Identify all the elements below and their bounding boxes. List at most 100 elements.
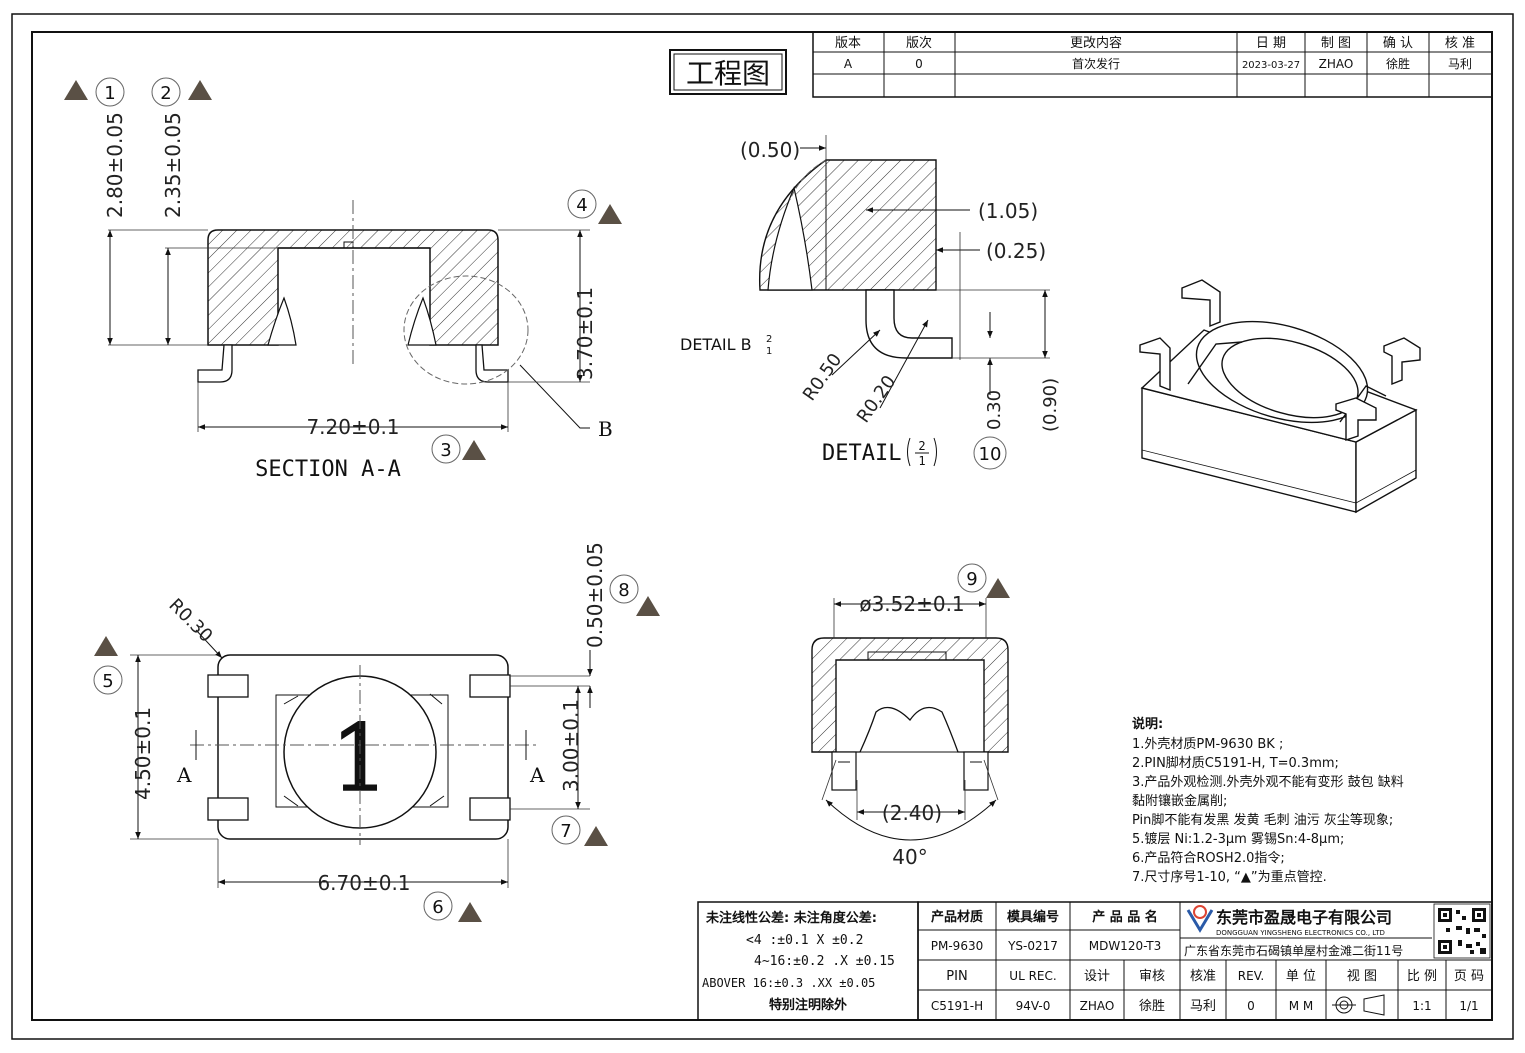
marker-9: 9 — [966, 569, 977, 590]
tb-header: 产品材质 — [931, 909, 983, 925]
marker-8: 8 — [618, 580, 629, 601]
note-line: 黏附镶嵌金属削; — [1132, 793, 1227, 809]
tol-line: 未注线性公差: 未注角度公差: — [705, 910, 877, 926]
tb-value: YS-0217 — [1007, 939, 1058, 953]
note-line: 1.外壳材质PM-9630 BK ; — [1132, 737, 1283, 752]
dim-r020: R0.20 — [853, 372, 900, 427]
rev-cell: 0 — [915, 57, 923, 71]
tb-value: 1/1 — [1459, 999, 1478, 1013]
tb-header: 页 码 — [1454, 969, 1484, 984]
company-name-cn: 东莞市盈晟电子有限公司 — [1216, 908, 1392, 927]
dim-width: 7.20±0.1 — [306, 415, 399, 439]
tb-value: 1:1 — [1412, 999, 1431, 1013]
rev-header: 版次 — [906, 35, 932, 51]
notes: 说明: 1.外壳材质PM-9630 BK ; 2.PIN脚材质C5191-H, … — [1132, 716, 1404, 885]
marker-10: 10 — [979, 444, 1002, 465]
tb-value: 94V-0 — [1016, 999, 1051, 1013]
marker-1: 1 — [104, 83, 115, 104]
section-label-left: A — [176, 763, 192, 787]
revision-row: A 0 首次发行 2023-03-27 ZHAO 徐胜 马利 — [844, 56, 1472, 71]
tolerance-block: 未注线性公差: 未注角度公差: <4 :±0.1 X ±0.2 4~16:±0.… — [697, 901, 919, 1021]
rev-cell: 首次发行 — [1072, 56, 1120, 71]
marker-5: 5 — [102, 671, 113, 692]
note-line: 5.镀层 Ni:1.2-3μm 雾锡Sn:4-8μm; — [1132, 831, 1344, 847]
markers-top: 5 6 7 8 — [93, 574, 660, 922]
title-text: 工程图 — [686, 57, 770, 90]
tb-value: M M — [1289, 999, 1314, 1013]
dim-h-inner: 2.35±0.05 — [161, 112, 185, 218]
tb-header: 比 例 — [1407, 969, 1437, 984]
rev-header: 版本 — [835, 36, 861, 51]
tb-header: 单 位 — [1286, 969, 1316, 984]
detail-ref-den: 1 — [766, 346, 772, 357]
dim-h-side: 3.70±0.1 — [573, 287, 597, 380]
marker-2: 2 — [160, 83, 171, 104]
dim-w670: 6.70±0.1 — [317, 871, 410, 895]
projection-symbol-icon — [1332, 994, 1385, 1016]
company-name-en: DONGGUAN YINGSHENG ELECTRONICS CO., LTD — [1216, 929, 1385, 937]
dim-angle: 40° — [892, 845, 927, 869]
tb-value: PM-9630 — [931, 939, 983, 953]
tb-header: 审核 — [1139, 969, 1165, 984]
marker-4: 4 — [576, 195, 587, 216]
title-block — [917, 901, 1493, 1021]
notes-heading: 说明: — [1132, 716, 1163, 732]
tb-header: REV. — [1238, 969, 1264, 983]
tol-line: <4 :±0.1 X ±0.2 — [746, 933, 863, 948]
revision-table — [812, 31, 1493, 98]
tol-line: ABOVER 16:±0.3 .XX ±0.05 — [702, 976, 875, 990]
note-line: Pin脚不能有发黑 发黄 毛刺 油污 灰尘等现象; — [1132, 812, 1393, 828]
detail-ref-label: DETAIL B — [680, 335, 752, 354]
section-view: B 2.80±0.05 2.35±0.05 3.70±0.1 7.20±0.1 … — [103, 112, 613, 482]
detail-view: (0.50) (1.05) (0.25) R0.50 R0.20 0.30 (0… — [680, 135, 1061, 470]
tb-value: C5191-H — [931, 999, 983, 1013]
qr-code-icon — [1438, 908, 1486, 954]
title-box: 工程图 — [669, 49, 787, 95]
tb-header: 核准 — [1190, 969, 1216, 984]
detail-scale-den: 1 — [918, 454, 925, 468]
note-line: 3.产品外观检测.外壳外观不能有变形 鼓包 缺料 — [1132, 774, 1404, 790]
tol-line: 特别注明除外 — [769, 997, 847, 1013]
tb-header: PIN — [946, 969, 967, 984]
marker-3: 3 — [440, 440, 451, 461]
detail-ref-num: 2 — [766, 334, 772, 345]
dim-105: (1.05) — [978, 199, 1038, 223]
rev-header: 确 认 — [1383, 36, 1413, 51]
dim-030: 0.30 — [984, 390, 1005, 430]
detail-callout-letter: B — [598, 417, 613, 441]
company-logo-icon — [1186, 905, 1214, 933]
company-address: 广东省东莞市石碣镇单屋村金滩二街11号 — [1184, 943, 1403, 958]
tol-line: 4~16:±0.2 .X ±0.15 — [754, 954, 895, 969]
tb-header: 产 品 品 名 — [1092, 909, 1158, 925]
tb-value: 徐胜 — [1139, 999, 1165, 1014]
tb-value: MDW120-T3 — [1089, 939, 1162, 953]
dim-h-total: 2.80±0.05 — [103, 112, 127, 218]
rev-header: 更改内容 — [1070, 35, 1122, 51]
title-block-text: 产品材质 模具编号 产 品 品 名 PM-9630 YS-0217 MDW120… — [931, 909, 1484, 1014]
rev-cell: 徐胜 — [1386, 56, 1410, 71]
rev-header: 核 准 — [1445, 36, 1475, 51]
detail-scale-num: 2 — [918, 439, 925, 453]
top-view: 1 A A R0.30 4.50±0.1 3.00±0.1 0.50±0.05 … — [130, 542, 607, 895]
rev-header: 日 期 — [1256, 36, 1286, 51]
dim-r050: R0.50 — [799, 350, 846, 405]
revision-headers: 版本 版次 更改内容 日 期 制 图 确 认 核 准 — [835, 35, 1475, 51]
section-title: SECTION A-A — [255, 457, 401, 482]
dim-dia: ø3.52±0.1 — [859, 592, 964, 616]
end-view: ø3.52±0.1 (2.40) 40° 9 — [811, 563, 1010, 869]
tb-header: 设计 — [1084, 969, 1110, 984]
dim-050: (0.50) — [740, 138, 800, 162]
dim-h450: 4.50±0.1 — [131, 707, 155, 800]
section-label-right: A — [529, 763, 545, 787]
dim-w240: (2.40) — [882, 801, 942, 825]
detail-title: DETAIL — [822, 441, 901, 466]
dim-r030: R0.30 — [164, 595, 216, 647]
note-line: 7.尺寸序号1-10, “▲”为重点管控. — [1132, 869, 1327, 885]
tb-value: 马利 — [1190, 999, 1216, 1014]
dim-090: (0.90) — [1040, 378, 1061, 432]
dim-t050: 0.50±0.05 — [583, 542, 607, 648]
note-line: 6.产品符合ROSH2.0指令; — [1132, 850, 1285, 866]
note-line: 2.PIN脚材质C5191-H, T=0.3mm; — [1132, 755, 1339, 771]
markers-section: 1 2 3 4 — [64, 77, 622, 464]
